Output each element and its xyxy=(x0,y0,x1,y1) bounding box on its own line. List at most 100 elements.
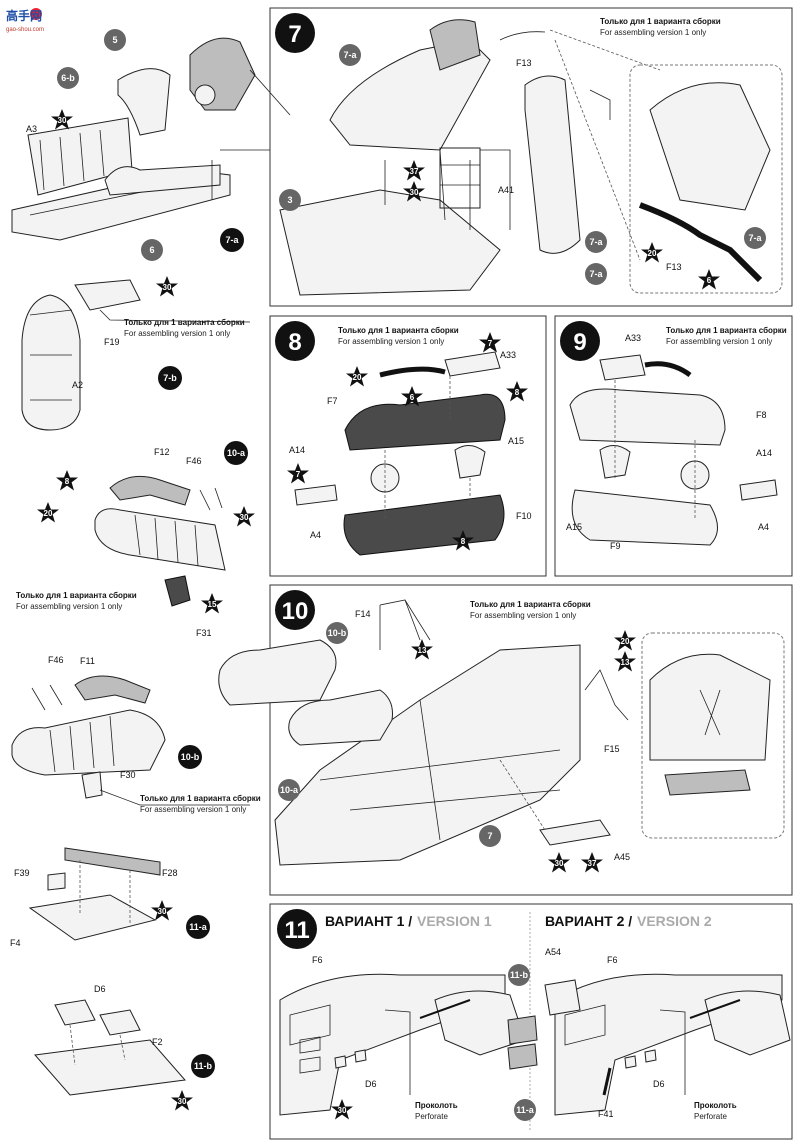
part-f2-plate xyxy=(34,1039,186,1096)
label-f39: F39 xyxy=(14,868,30,878)
label-a54: A54 xyxy=(545,947,561,957)
subassembly-3-label: 3 xyxy=(287,195,292,205)
subassembly-7-badge xyxy=(479,825,501,847)
subassembly-10b-panel: F46 F11 F30 10-b Только для 1 варианта с… xyxy=(11,655,261,814)
star-13-label: 13 xyxy=(418,646,427,655)
subassembly-6-label: 6 xyxy=(149,245,154,255)
part-a54-panel xyxy=(544,979,581,1016)
label-f7: F7 xyxy=(327,396,338,406)
step-10-panel: 10 Только для 1 варианта сборки For asse… xyxy=(218,584,793,896)
part-d6-windows-v2 xyxy=(624,1049,657,1069)
label-f13: F13 xyxy=(666,262,682,272)
part-f13-hose xyxy=(638,202,763,283)
part-f4-plate xyxy=(28,894,157,941)
subassembly-11a-panel: 30 F39 F28 F4 11-a xyxy=(10,847,210,948)
note-version1-ru: Только для 1 варианта сборки xyxy=(666,326,787,335)
subassembly-11b-label: 11-b xyxy=(194,1061,213,1071)
version2-subtitle: VERSION 2 xyxy=(637,913,712,929)
subassembly-5-badge xyxy=(104,29,126,51)
label-f46: F46 xyxy=(186,456,202,466)
engine-10a-install xyxy=(288,689,393,746)
subassembly-7a-panel: 5 6-b 6 7-a 30 A3 xyxy=(11,29,291,261)
step-7-number: 7 xyxy=(288,21,301,48)
star-8-label: 8 xyxy=(461,537,466,546)
label-f11: F11 xyxy=(80,656,95,666)
label-f12: F12 xyxy=(154,447,170,457)
detail-inset-10 xyxy=(641,632,785,839)
step-9-badge xyxy=(560,321,600,361)
step-8-number: 8 xyxy=(288,329,301,356)
note-version1-ru: Только для 1 варианта сборки xyxy=(140,794,261,803)
subassembly-11b-panel: 30 D6 F2 11-b xyxy=(34,984,215,1111)
star-30-label: 30 xyxy=(163,283,172,292)
star-20-label: 20 xyxy=(621,637,630,646)
subassembly-11a-label: 11-a xyxy=(189,922,208,932)
label-f9: F9 xyxy=(610,541,621,551)
step-10-badge xyxy=(275,590,315,630)
star-8-label: 8 xyxy=(515,388,520,397)
star-20-label: 20 xyxy=(353,373,362,382)
subassembly-10a-label: 10-a xyxy=(280,785,299,795)
version1-title: ВАРИАНТ 1 / xyxy=(325,913,412,929)
perforate-ru: Проколоть xyxy=(415,1101,458,1110)
part-f9-housing xyxy=(571,489,718,546)
part-f10-housing xyxy=(343,494,505,556)
step-9-panel: 9 A33 Только для 1 варианта сборки For a… xyxy=(554,315,793,577)
part-6b-shape xyxy=(117,68,171,136)
subassembly-10b-label: 10-b xyxy=(181,752,200,762)
label-a14: A14 xyxy=(289,445,305,455)
note-version1-ru: Только для 1 варианта сборки xyxy=(338,326,459,335)
label-f2: F2 xyxy=(152,1037,163,1047)
step-7-badge xyxy=(275,13,315,53)
fuselage-section-3 xyxy=(279,189,501,296)
label-a3: A3 xyxy=(26,124,37,134)
detail-interior-10 xyxy=(649,653,771,761)
subassembly-7a-label: 7-a xyxy=(225,235,239,245)
label-d6: D6 xyxy=(94,984,106,994)
label-f41: F41 xyxy=(598,1109,614,1119)
engine-assembly-10a xyxy=(94,508,226,571)
star-30-label: 30 xyxy=(240,513,249,522)
label-f8: F8 xyxy=(756,410,767,420)
part-f39 xyxy=(47,872,66,891)
note-version1-ru: Только для 1 варианта сборки xyxy=(124,318,245,327)
note-version1-en: For assembling version 1 only xyxy=(470,611,576,620)
subassembly-10a-badge xyxy=(224,441,248,465)
star-15-label: 15 xyxy=(208,600,217,609)
label-a2: A2 xyxy=(72,380,83,390)
subassembly-5-label: 5 xyxy=(112,35,117,45)
label-f30: F30 xyxy=(120,770,136,780)
label-f6: F6 xyxy=(607,955,618,965)
subassembly-10b-label: 10-b xyxy=(328,628,347,638)
subassembly-7a-badge xyxy=(744,227,766,249)
star-30-label: 30 xyxy=(555,859,564,868)
subassembly-7a-label: 7-a xyxy=(343,50,357,60)
subassembly-7b-panel: 30 Только для 1 варианта сборки For asse… xyxy=(21,276,251,431)
version2-title: ВАРИАНТ 2 / xyxy=(545,913,632,929)
part-a45-plate xyxy=(539,819,611,846)
part-a4-pin xyxy=(294,484,338,506)
subassembly-7a-badge xyxy=(585,263,607,285)
label-a15: A15 xyxy=(566,522,582,532)
hose-part xyxy=(644,361,692,378)
part-a15-cap xyxy=(454,445,486,479)
label-f4: F4 xyxy=(10,938,21,948)
subassembly-11b-badge xyxy=(508,964,530,986)
part-f41-rod xyxy=(602,1067,612,1096)
subassembly-10a-panel: 8 20 30 15 F12 F46 F31 Только для 1 вари… xyxy=(16,441,255,638)
assembly-11a-install xyxy=(507,1043,538,1070)
subassembly-10a-label: 10-a xyxy=(227,448,246,458)
step-9-number: 9 xyxy=(573,329,586,356)
door-7a xyxy=(524,75,581,254)
label-a33: A33 xyxy=(500,350,516,360)
label-f19: F19 xyxy=(104,337,120,347)
label-a4: A4 xyxy=(758,522,769,532)
logo-title: 高手网 xyxy=(6,8,42,23)
hand-with-tool-v2 xyxy=(704,990,791,1056)
subassembly-11a-badge xyxy=(186,915,210,939)
step-8-panel: 8 Только для 1 варианта сборки For assem… xyxy=(269,315,547,577)
subassembly-10a-badge xyxy=(278,779,300,801)
star-37-label: 37 xyxy=(588,859,597,868)
subassembly-7a-label: 7-a xyxy=(589,237,603,247)
label-a4: A4 xyxy=(310,530,321,540)
